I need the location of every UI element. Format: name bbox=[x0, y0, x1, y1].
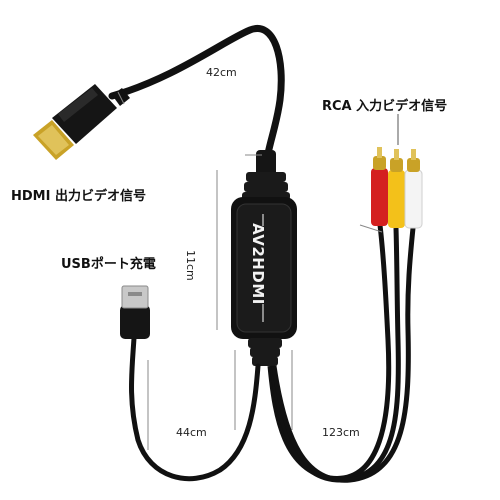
box-length: 11cm bbox=[184, 250, 197, 281]
box-bottom-strain-relief bbox=[248, 338, 282, 366]
usb-charge-label: USBポート充電 bbox=[61, 257, 156, 272]
dim-line-42cm-a bbox=[117, 91, 125, 105]
box-top-strain-relief bbox=[242, 150, 290, 200]
rca-cable-length: 123cm bbox=[322, 426, 360, 439]
hdmi-output-label: HDMI 出力ビデオ信号 bbox=[11, 189, 146, 204]
hdmi-cable bbox=[108, 25, 285, 176]
rca-plug-white bbox=[404, 149, 423, 229]
converter-box-label: AV2HDMI bbox=[249, 223, 267, 305]
rca-input-label: RCA 入力ビデオ信号 bbox=[322, 99, 448, 114]
usb-cable bbox=[129, 335, 261, 482]
rca-cable-1 bbox=[267, 224, 392, 481]
hdmi-cable-length: 42cm bbox=[206, 66, 237, 79]
rca-cable-2 bbox=[269, 227, 401, 483]
usb-cable-length: 44cm bbox=[176, 426, 207, 439]
rca-cable-3 bbox=[271, 227, 416, 483]
rca-plug-red bbox=[371, 147, 388, 226]
hdmi-plug bbox=[33, 84, 130, 160]
rca-plug-yellow bbox=[388, 149, 405, 228]
usb-plug bbox=[120, 285, 150, 339]
dim-line-123cm-b bbox=[359, 224, 383, 233]
converter-box bbox=[231, 197, 297, 339]
